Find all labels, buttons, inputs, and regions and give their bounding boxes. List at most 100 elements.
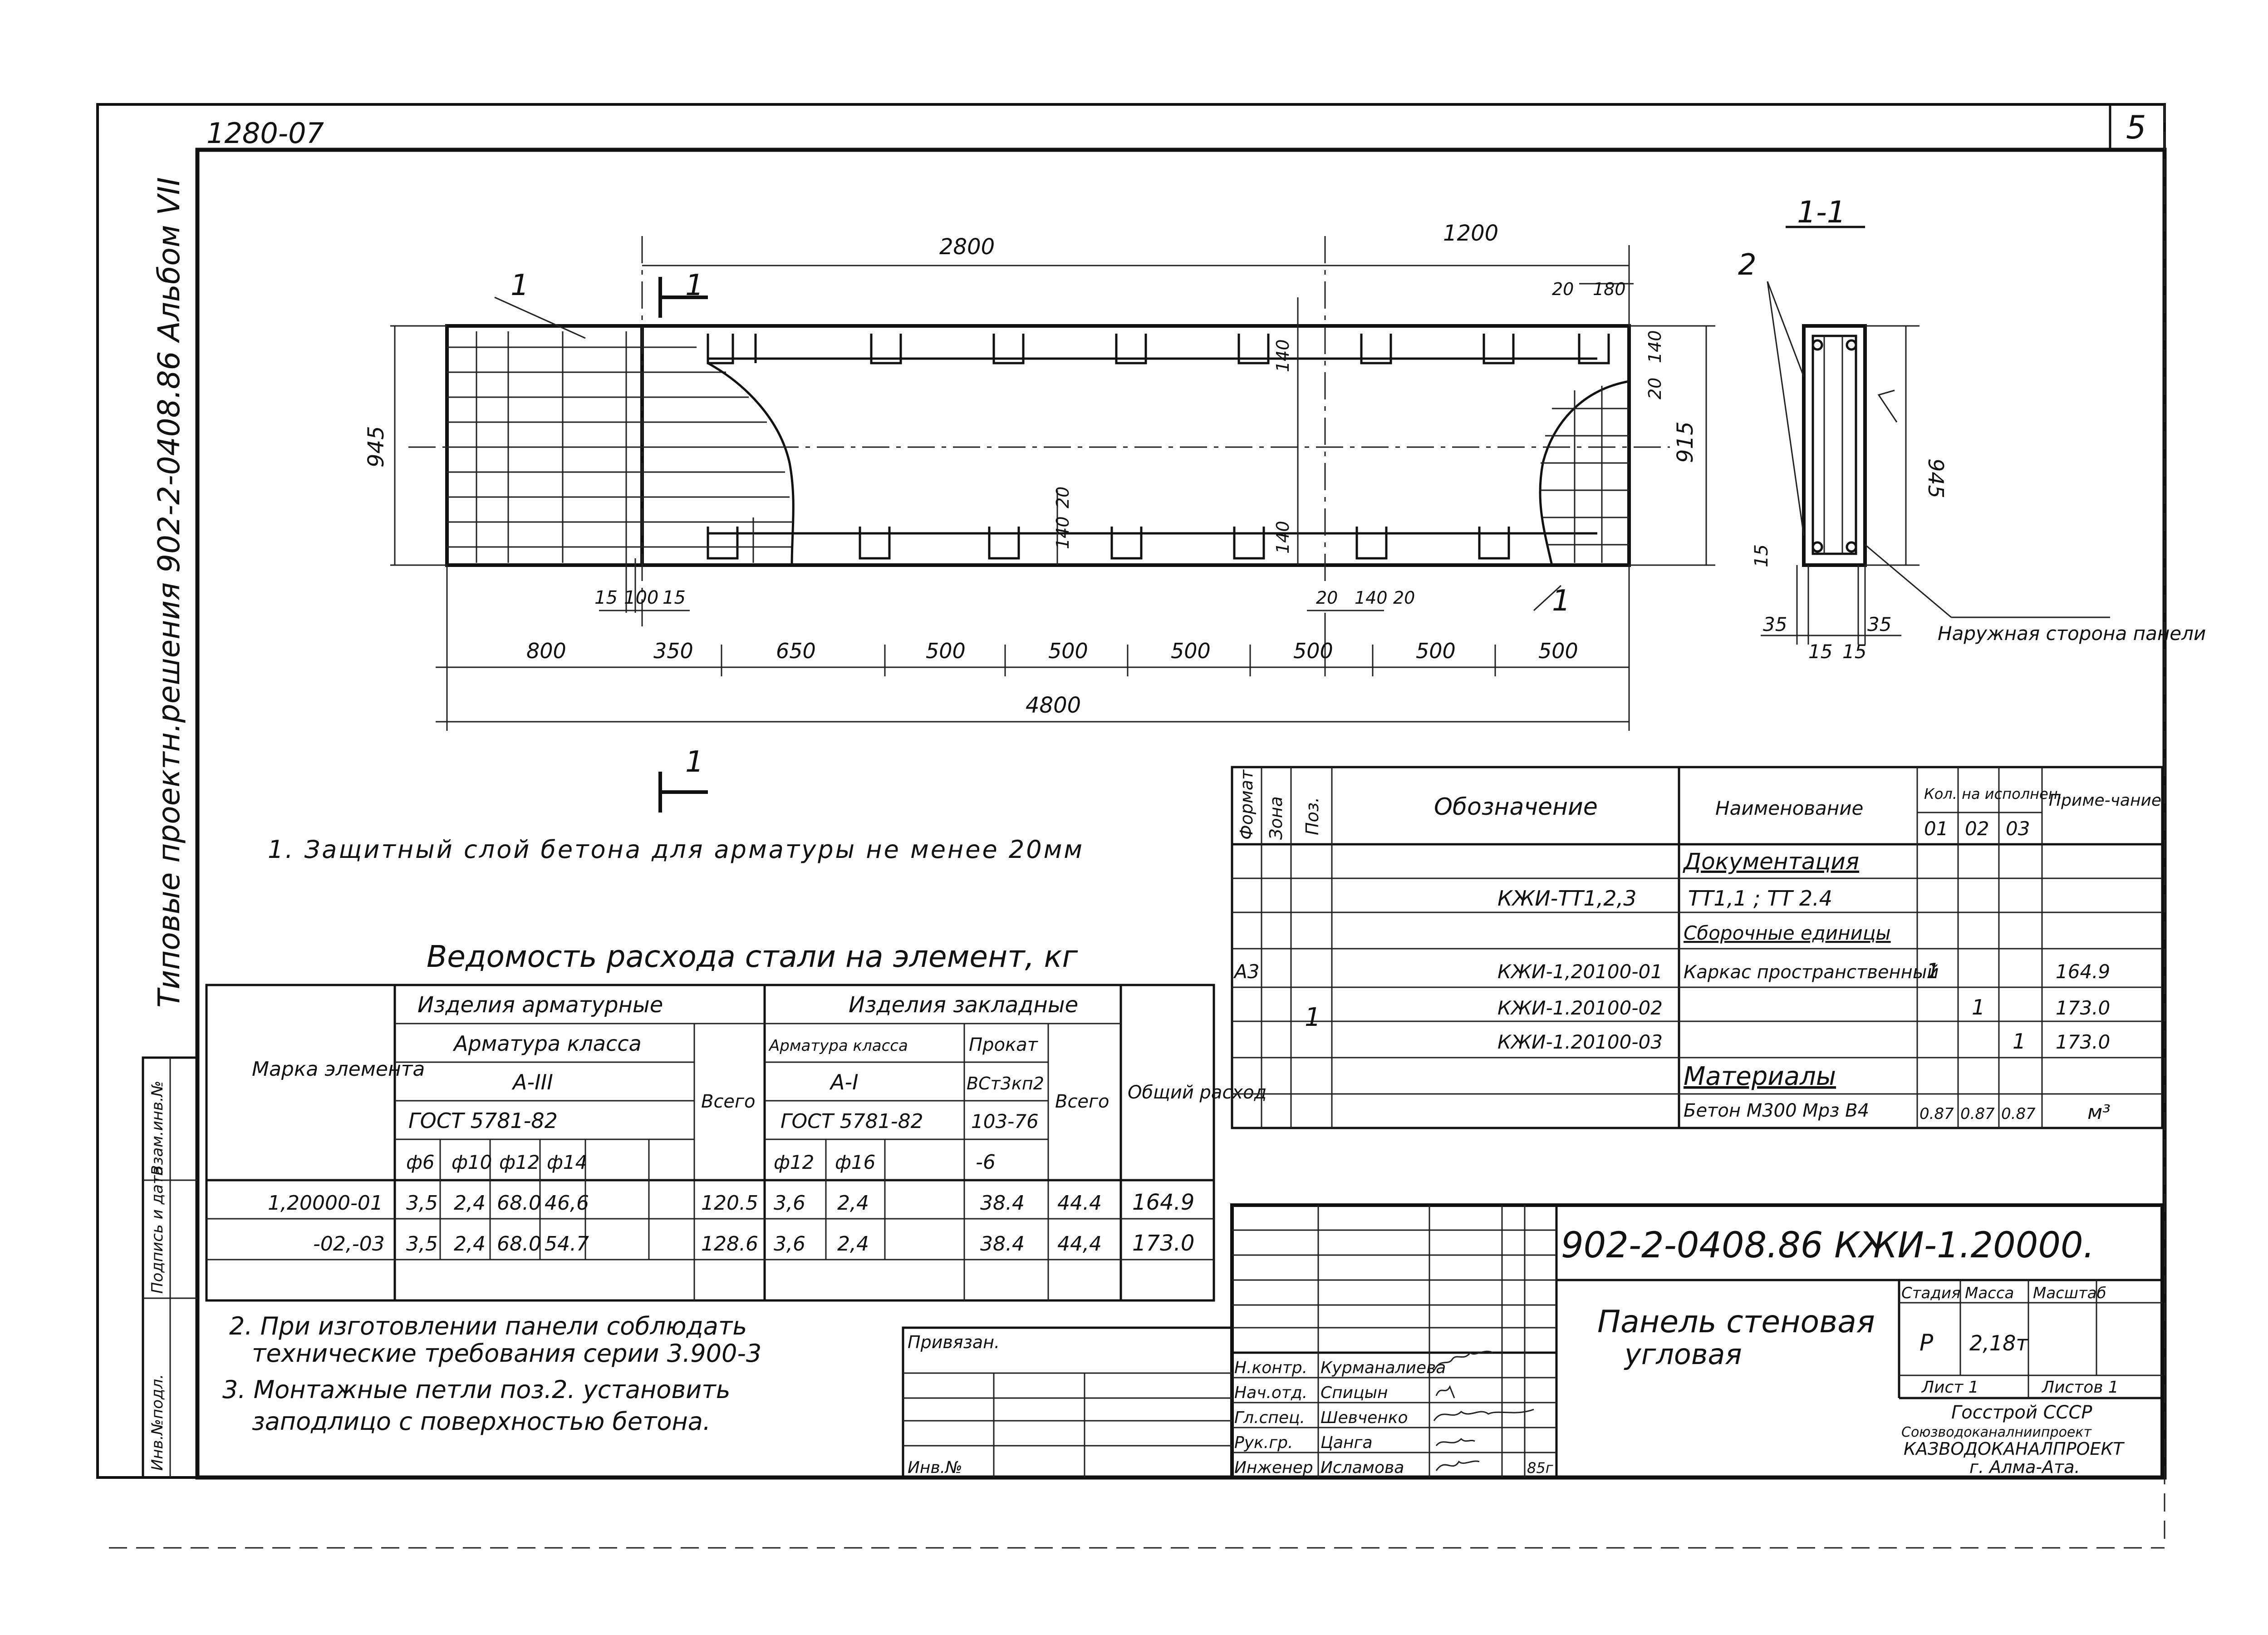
dim-500-c: 500 bbox=[1171, 639, 1211, 663]
section-dim-15-b: 15 bbox=[1842, 640, 1866, 663]
header-format: Формат bbox=[1237, 769, 1257, 840]
doc-designation: КЖИ-ТТ1,2,3 bbox=[1497, 886, 1636, 911]
row-e16: 2,4 bbox=[837, 1192, 869, 1215]
dim-500-a: 500 bbox=[926, 639, 966, 663]
position-1-label-bottom: 1 bbox=[1552, 584, 1571, 618]
header-mass: Масса bbox=[1965, 1284, 2014, 1302]
spec-table-body: Документация КЖИ-ТТ1,2,3 ТТ1,1 ; ТТ 2.4 … bbox=[1233, 848, 2111, 1124]
header-d14: ф14 bbox=[547, 1151, 587, 1173]
row-total: 120.5 bbox=[701, 1192, 758, 1215]
header-zone: Зона bbox=[1266, 796, 1286, 840]
dim-180: 180 bbox=[1593, 279, 1626, 299]
document-code: 902-2-0408.86 КЖИ-1.20000. bbox=[1561, 1225, 2094, 1266]
header-qty: Кол. на исполнен. bbox=[1924, 785, 2062, 803]
dim-140-d: 140 bbox=[1645, 330, 1665, 363]
header-designation: Обозначение bbox=[1434, 793, 1598, 821]
header-a1: А-I bbox=[829, 1070, 859, 1094]
dim-140-c: 140 bbox=[1053, 516, 1073, 549]
row-d12: 68.0 bbox=[497, 1192, 541, 1215]
spec-row-2-q2: 1 bbox=[1972, 995, 1985, 1019]
dim-140-b: 140 bbox=[1273, 521, 1293, 554]
role-2-name: Спицын bbox=[1321, 1384, 1388, 1402]
spec-row-3-q3: 1 bbox=[2013, 1029, 2026, 1054]
product-name-1: Панель стеновая bbox=[1597, 1304, 1875, 1340]
spec-row-1-name: Каркас пространственный bbox=[1684, 962, 1939, 983]
row-mark: -02,-03 bbox=[313, 1232, 385, 1256]
mass-value: 2,18т bbox=[1969, 1331, 2028, 1355]
header-rolled: Прокат bbox=[969, 1034, 1039, 1055]
dim-800: 800 bbox=[526, 639, 566, 663]
row-d14: 54.7 bbox=[545, 1232, 589, 1256]
row-overall: 164.9 bbox=[1132, 1190, 1194, 1215]
position-1-label-top: 1 bbox=[511, 269, 529, 302]
header-e16: ф16 bbox=[835, 1151, 875, 1173]
dim-915: 915 bbox=[1673, 421, 1698, 463]
inv-label: Инв.№ bbox=[908, 1458, 962, 1477]
header-overall: Общий расход bbox=[1128, 1082, 1267, 1103]
dim-140-a: 140 bbox=[1273, 339, 1293, 372]
header-note: Приме-чание bbox=[2049, 791, 2161, 810]
spec-row-3-note: 173.0 bbox=[2056, 1031, 2110, 1053]
header-name: Наименование bbox=[1715, 797, 1863, 819]
header-d12: ф12 bbox=[499, 1151, 540, 1173]
section-dim-35-b: 35 bbox=[1867, 613, 1891, 635]
row-overall: 173.0 bbox=[1132, 1231, 1194, 1256]
header-d6: ф6 bbox=[406, 1151, 435, 1173]
spec-table-headers: Формат Зона Поз. Обозначение Наименовани… bbox=[1237, 769, 2161, 840]
header-minus-6: -6 bbox=[976, 1151, 996, 1174]
concrete-q3: 0.87 bbox=[2001, 1105, 2036, 1123]
header-total-2: Всего bbox=[1055, 1091, 1109, 1112]
panel-plan bbox=[390, 236, 1715, 813]
title-block-text: 902-2-0408.86 КЖИ-1.20000. Панель стенов… bbox=[908, 1225, 2125, 1477]
stage-value: Р bbox=[1919, 1330, 1934, 1356]
side-vzam: Взам.инв.№ bbox=[148, 1081, 167, 1176]
row-d6: 3,5 bbox=[406, 1232, 438, 1256]
dim-100: 100 bbox=[624, 587, 658, 608]
dim-500-e: 500 bbox=[1416, 639, 1456, 663]
year-value: 85г bbox=[1527, 1459, 1553, 1477]
row-rolled: 38.4 bbox=[980, 1192, 1025, 1215]
dim-20-d: 20 bbox=[1645, 378, 1665, 399]
role-1-name: Курманалиева bbox=[1321, 1359, 1446, 1377]
header-mark: Марка элемента bbox=[252, 1058, 425, 1081]
role-5: Инженер bbox=[1234, 1458, 1313, 1477]
section-title: 1-1 bbox=[1797, 195, 1846, 230]
header-pos: Поз. bbox=[1302, 797, 1322, 835]
side-sign: Подпись и дата bbox=[148, 1166, 167, 1294]
section-marker-bottom: 1 bbox=[685, 745, 704, 779]
dim-650: 650 bbox=[776, 639, 816, 663]
section-marker-top: 1 bbox=[685, 269, 704, 302]
row-d6: 3,5 bbox=[406, 1192, 438, 1215]
album-label: Типовые проектн.решения 902-2-0408.86 Ал… bbox=[152, 177, 187, 1008]
role-2: Нач.отд. bbox=[1234, 1384, 1307, 1402]
doc-name: ТТ1,1 ; ТТ 2.4 bbox=[1688, 886, 1832, 911]
steel-table-row-2: -02,-03 3,5 2,4 68.0 54.7 128.6 3,6 2,4 … bbox=[313, 1231, 1194, 1256]
section-1-1 bbox=[1761, 226, 2110, 645]
steel-table-grid bbox=[205, 984, 1215, 1302]
header-stage: Стадия bbox=[1901, 1284, 1960, 1302]
side-inv: Инв.№подл. bbox=[148, 1374, 167, 1471]
dim-20-e: 20 bbox=[1316, 588, 1338, 608]
dim-20-top: 20 bbox=[1552, 279, 1574, 299]
note-2-line-2: технические требования серии 3.900-3 bbox=[252, 1339, 761, 1368]
outer-side-note: Наружная сторона панели bbox=[1938, 622, 2206, 645]
header-reinf-class: Арматура класса bbox=[452, 1031, 642, 1056]
spec-row-1-designation: КЖИ-1,20100-01 bbox=[1497, 960, 1663, 983]
dim-350: 350 bbox=[653, 639, 693, 663]
note-3-line-2: заподлицо с поверхностью бетона. bbox=[252, 1407, 711, 1436]
section-dim-15: 15 bbox=[1751, 544, 1772, 567]
steel-table-headers: Марка элемента Изделия арматурные Издели… bbox=[252, 992, 1267, 1174]
dim-2800: 2800 bbox=[939, 234, 995, 260]
concrete-q2: 0.87 bbox=[1960, 1105, 1995, 1123]
spec-row-1-q1: 1 bbox=[1926, 959, 1939, 983]
row-etotal: 44,4 bbox=[1057, 1232, 1102, 1256]
section-dim-35-a: 35 bbox=[1763, 613, 1787, 635]
steel-table-title: Ведомость расхода стали на элемент, кг bbox=[427, 939, 1078, 974]
row-d12: 68.0 bbox=[497, 1232, 541, 1256]
header-embed-items: Изделия закладные bbox=[849, 992, 1078, 1018]
section-assemblies: Сборочные единицы bbox=[1684, 922, 1891, 944]
row-e12: 3,6 bbox=[774, 1232, 805, 1256]
note-1: 1. Защитный слой бетона для арматуры не … bbox=[268, 835, 1084, 864]
concrete-q1: 0.87 bbox=[1919, 1105, 1954, 1123]
